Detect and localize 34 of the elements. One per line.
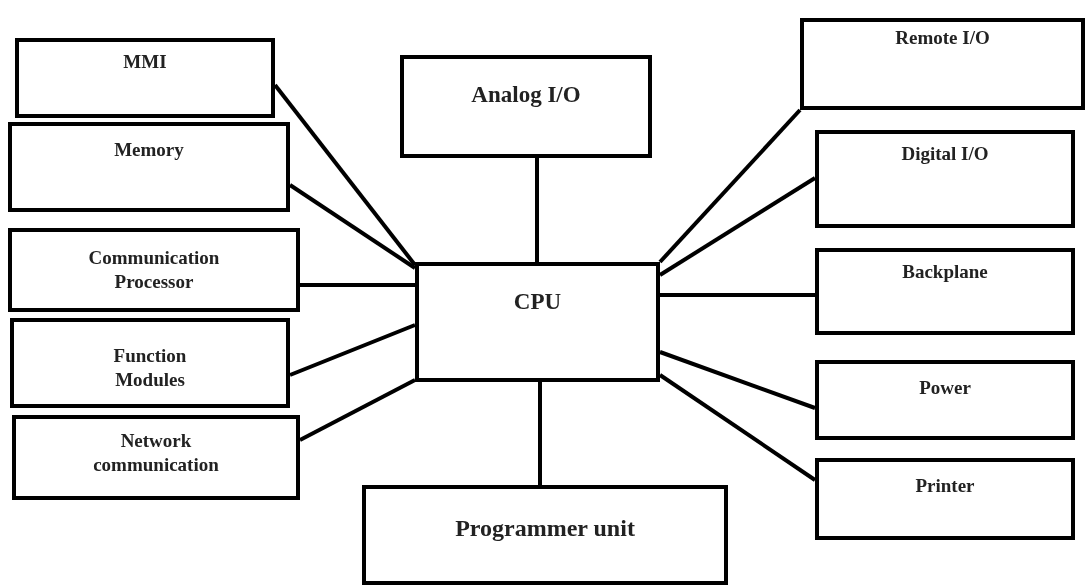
component-box	[8, 122, 290, 212]
component-label: Network communication	[92, 429, 220, 477]
connector-line	[659, 350, 816, 410]
component-label: Printer	[915, 474, 975, 498]
component-box	[415, 262, 660, 382]
component-box	[10, 318, 290, 408]
component-box	[8, 228, 300, 312]
connector-line	[300, 283, 415, 287]
connector-line	[658, 108, 802, 264]
component-label: CPU	[513, 288, 562, 316]
connector-line	[289, 323, 416, 377]
component-label: Programmer unit	[455, 514, 635, 543]
component-label: Backplane	[902, 260, 988, 284]
connector-line	[299, 378, 416, 442]
component-box	[400, 55, 652, 158]
connector-line	[538, 382, 542, 485]
component-label: Digital I/O	[901, 142, 989, 166]
connector-line	[660, 293, 815, 297]
component-box	[362, 485, 728, 585]
component-label: Remote I/O	[895, 26, 990, 50]
component-box	[800, 18, 1085, 110]
component-box	[815, 458, 1075, 540]
component-label: Function Modules	[112, 344, 188, 392]
connector-line	[535, 158, 539, 262]
component-label: MMI	[123, 50, 167, 74]
component-box	[815, 130, 1075, 228]
component-box	[815, 248, 1075, 335]
component-label: Communication Processor	[87, 246, 221, 294]
component-box	[815, 360, 1075, 440]
component-label: Memory	[114, 138, 184, 162]
component-label: Analog I/O	[471, 81, 581, 109]
component-box	[12, 415, 300, 500]
component-label: Power	[919, 376, 971, 400]
component-box	[15, 38, 275, 118]
